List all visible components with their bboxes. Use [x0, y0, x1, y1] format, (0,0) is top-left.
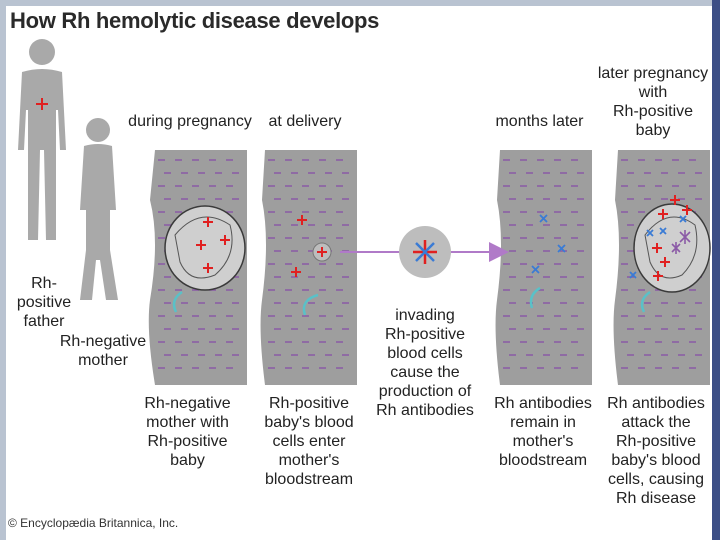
uterus-stage1 — [164, 205, 246, 313]
mother-label: Rh-negative mother — [59, 333, 147, 369]
stage-label-months-later: months later — [495, 113, 584, 130]
stage-label-at-delivery: at delivery — [268, 113, 342, 130]
antibodies-stage4 — [629, 215, 687, 279]
antibodies-stage3 — [529, 214, 566, 309]
caption-stage3: Rh antibodies remain in mother's bloodst… — [494, 395, 592, 469]
caption-stage1: Rh-negative mother with Rh-positive baby — [144, 395, 231, 469]
father-plus-icon — [36, 98, 48, 110]
attacked-cells-stage4 — [671, 230, 691, 254]
plus-signs-stage4 — [652, 195, 692, 281]
mother-figure — [80, 118, 118, 300]
father-figure — [18, 39, 66, 240]
stage-label-later-pregnancy: later pregnancy with Rh-positive baby — [597, 65, 709, 139]
plus-signs-stage2 — [291, 215, 327, 277]
torso-stage3 — [495, 150, 592, 385]
fetus-plus-signs-stage1 — [196, 217, 230, 273]
right-frame-bar — [712, 0, 720, 540]
diagram-title: How Rh hemolytic disease develops — [10, 8, 380, 33]
copyright-notice: © Encyclopædia Britannica, Inc. — [8, 516, 179, 530]
caption-stage4: Rh antibodies attack the Rh-positive bab… — [607, 395, 705, 507]
father-label: Rh-positive father — [16, 275, 72, 330]
torso-stage2 — [260, 150, 357, 385]
stage-label-during-pregnancy: during pregnancy — [128, 113, 252, 130]
top-frame-bar — [0, 0, 720, 6]
caption-stage2: Rh-positive baby's blood cells enter mot… — [264, 395, 354, 488]
caption-middle: invading Rh-positive blood cells cause t… — [376, 307, 474, 419]
left-frame-bar — [0, 0, 6, 540]
uterus-stage4 — [633, 203, 711, 313]
invading-blood-cell — [399, 226, 451, 278]
